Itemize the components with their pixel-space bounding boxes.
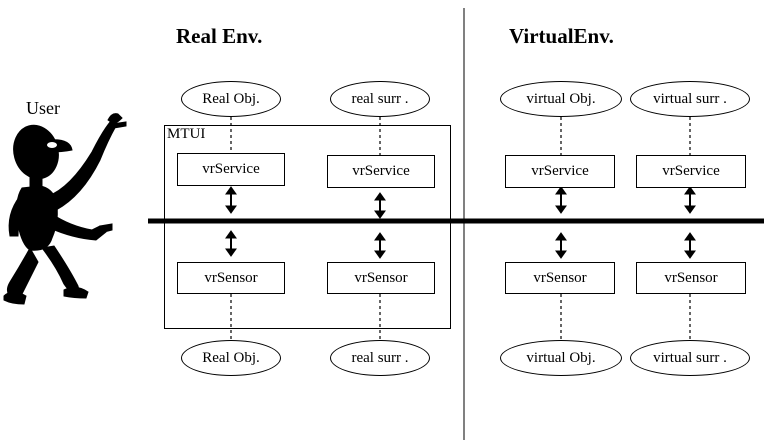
top-object-real-obj: Real Obj. [181, 81, 281, 117]
vrservice-box: vrService [327, 155, 435, 188]
bottom-object-virtual-obj: virtual Obj. [500, 340, 622, 376]
heading-virtual-env: VirtualEnv. [509, 24, 614, 48]
double-arrow-icon [225, 186, 696, 259]
double-arrow-icon [374, 192, 386, 219]
top-object-virtual-obj: virtual Obj. [500, 81, 622, 117]
vrservice-box: vrService [177, 153, 285, 186]
double-arrow-icon [555, 186, 567, 214]
double-arrow-icon [684, 186, 696, 214]
double-arrow-icon [225, 186, 237, 214]
top-object-virtual-surr: virtual surr . [630, 81, 750, 117]
double-arrow-icon [555, 232, 567, 259]
bottom-object-real-obj: Real Obj. [181, 340, 281, 376]
double-arrow-icon [374, 232, 386, 259]
bottom-object-real-surr: real surr . [330, 340, 430, 376]
dashed-connectors [230, 117, 691, 340]
vrsensor-box: vrSensor [327, 262, 435, 294]
vrservice-box: vrService [505, 155, 615, 188]
double-arrow-icon [684, 232, 696, 259]
heading-real-env: Real Env. [176, 24, 263, 48]
double-arrow-icon [225, 230, 237, 257]
vrsensor-box: vrSensor [636, 262, 746, 294]
bottom-object-virtual-surr: virtual surr . [630, 340, 750, 376]
mtui-label: MTUI [167, 126, 206, 142]
vrsensor-box: vrSensor [177, 262, 285, 294]
mtui-frame [164, 125, 451, 329]
user-label: User [26, 98, 60, 118]
vrservice-box: vrService [636, 155, 746, 188]
top-object-real-surr: real surr . [330, 81, 430, 117]
user-figure-icon [3, 113, 127, 305]
vrsensor-box: vrSensor [505, 262, 615, 294]
